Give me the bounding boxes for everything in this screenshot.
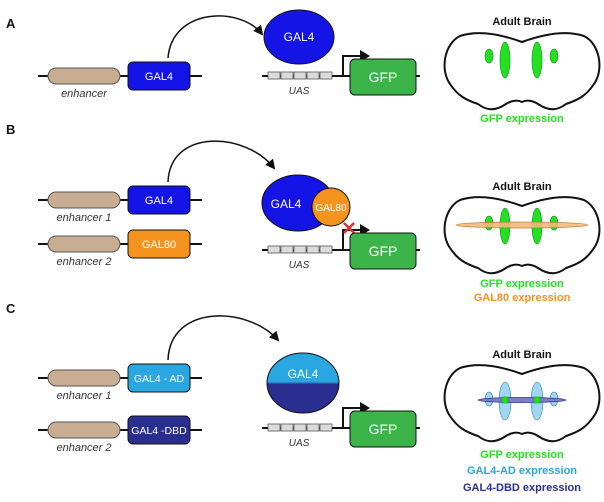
- gfp-expression-legend: GFP expression: [480, 278, 564, 290]
- panel-a: A enhancer GAL4 GAL4 UAS GFP Adult Brain: [6, 9, 601, 125]
- enhancer-1-label: enhancer 1: [56, 212, 111, 224]
- gal80-protein-label: GAL80: [315, 203, 347, 214]
- enhancer-2-element: [47, 421, 121, 439]
- gal4-dbd-expression-legend: GAL4-DBD expression: [463, 482, 581, 494]
- gfp-gene-label: GFP: [369, 243, 398, 259]
- gfp-gene-box: [349, 232, 417, 270]
- promoter-arrow: [342, 229, 362, 250]
- brain-title: Adult Brain: [492, 181, 552, 193]
- panel-label-c: C: [6, 301, 16, 316]
- gal4-gene-label: GAL4: [145, 195, 173, 207]
- promoter-arrow: [342, 407, 362, 428]
- enhancer-1-element: [47, 191, 121, 209]
- gal80-expression-band: [455, 221, 589, 229]
- enhancer-2-element: [47, 235, 121, 253]
- gal4-protein-label: GAL4: [284, 30, 315, 44]
- panel-b: B enhancer 1 GAL4 enhancer 2 GAL80 GAL4 …: [6, 122, 601, 304]
- brain-outline: [443, 196, 601, 275]
- expression-arrow: [167, 140, 276, 183]
- blocked-x-icon: [343, 222, 355, 234]
- enhancer-2-label: enhancer 2: [56, 256, 111, 268]
- gfp-expression-spots: [484, 41, 559, 79]
- gal4-ad-gene-box: [127, 363, 191, 393]
- uas-label: UAS: [289, 86, 310, 97]
- reconstituted-gal4-protein: [266, 352, 340, 414]
- brain-outline: [443, 364, 601, 443]
- uas-label: UAS: [289, 260, 310, 271]
- gfp-expression-legend: GFP expression: [480, 449, 564, 461]
- gal80-gene-label: GAL80: [142, 239, 176, 251]
- uas-element: [267, 245, 333, 254]
- gal4-gene-box: [127, 185, 191, 215]
- gfp-gene-box: [349, 410, 417, 448]
- gfp-expression-legend: GFP expression: [480, 113, 564, 125]
- panel-label-a: A: [6, 16, 16, 31]
- enhancer-1-element: [47, 369, 121, 387]
- expression-arrow: [167, 15, 264, 59]
- uas-element: [267, 71, 333, 80]
- gal4-ad-gene-label: GAL4 - AD: [134, 373, 185, 385]
- enhancer-2-label: enhancer 2: [56, 442, 111, 454]
- enhancer-element: [47, 67, 121, 85]
- gal80-expression-legend: GAL80 expression: [474, 292, 571, 304]
- brain-title: Adult Brain: [492, 16, 552, 28]
- gal4-ad-expression-legend: GAL4-AD expression: [467, 465, 577, 477]
- gal4-dbd-gene-box: [127, 415, 191, 445]
- brain-outline: [443, 32, 601, 111]
- gal4-gene-box: [127, 61, 191, 91]
- gal80-protein: [311, 187, 351, 227]
- gal4-gene-label: GAL4: [145, 71, 173, 83]
- promoter-arrow: [342, 55, 362, 76]
- gal4-protein-label: GAL4: [271, 197, 302, 211]
- gal4-dbd-expression-band: [477, 397, 567, 403]
- gal4-protein-label: GAL4: [288, 367, 319, 381]
- brain-title: Adult Brain: [492, 349, 552, 361]
- gal4-protein: [263, 9, 335, 65]
- uas-element: [267, 423, 333, 432]
- gfp-gene-label: GFP: [369, 421, 398, 437]
- panel-c: C enhancer 1 GAL4 - AD enhancer 2 GAL4 -…: [6, 301, 601, 494]
- gfp-overlap-spots: [501, 396, 541, 404]
- gfp-gene-box: [349, 58, 417, 96]
- gal4-dbd-gene-label: GAL4 -DBD: [131, 425, 187, 437]
- gal80-gene-box: [127, 229, 191, 259]
- expression-arrow: [167, 315, 280, 361]
- gfp-gene-label: GFP: [369, 69, 398, 85]
- uas-label: UAS: [289, 438, 310, 449]
- enhancer-1-label: enhancer 1: [56, 390, 111, 402]
- panel-label-b: B: [6, 122, 15, 137]
- enhancer-label: enhancer: [61, 88, 108, 100]
